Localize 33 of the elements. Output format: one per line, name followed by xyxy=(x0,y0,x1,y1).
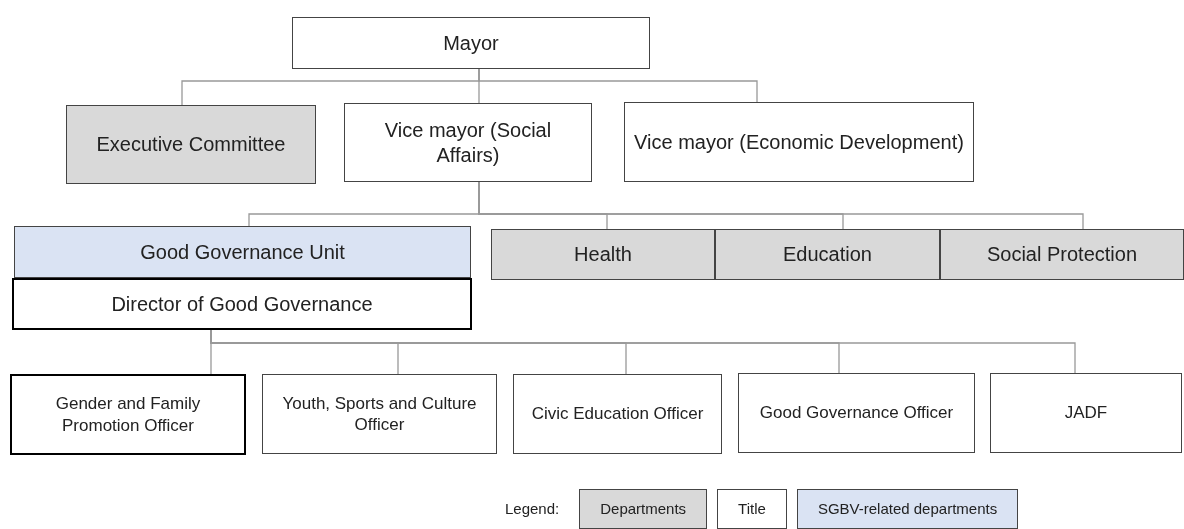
box-label: Executive Committee xyxy=(96,132,286,157)
box-label: Director of Good Governance xyxy=(111,291,373,317)
box-label: Vice mayor (Social Affairs) xyxy=(383,117,553,168)
org-box xyxy=(12,278,472,330)
org-box xyxy=(513,374,722,454)
box-label: Good Governance Unit xyxy=(140,239,345,265)
legend-swatch: Departments xyxy=(579,489,708,529)
org-box xyxy=(715,229,940,280)
org-box xyxy=(262,374,497,454)
connector-line xyxy=(478,68,758,103)
org-box xyxy=(940,229,1184,280)
org-box xyxy=(344,103,592,182)
org-box xyxy=(14,226,471,278)
box-label: Education xyxy=(783,242,872,267)
box-label: JADF xyxy=(1064,402,1108,424)
box-label: Youth, Sports and Culture Officer xyxy=(281,392,478,436)
org-box xyxy=(292,17,650,69)
box-label: Health xyxy=(574,242,632,267)
legend-swatch: Title xyxy=(717,489,787,529)
box-label: Good Governance Officer xyxy=(759,402,954,424)
box-label: Gender and Family Promotion Officer xyxy=(54,393,202,436)
org-box xyxy=(491,229,715,280)
box-label: Social Protection xyxy=(986,242,1138,267)
box-label: Civic Education Officer xyxy=(531,403,704,425)
org-box xyxy=(10,374,246,455)
org-box xyxy=(738,373,975,453)
box-label: Mayor xyxy=(443,30,499,56)
legend-swatch: SGBV-related departments xyxy=(796,489,1019,529)
legend-heading: Legend: xyxy=(505,498,560,519)
org-box xyxy=(624,102,974,182)
box-label: Vice mayor (Economic Development) xyxy=(634,129,964,155)
org-box xyxy=(990,373,1182,453)
org-box xyxy=(66,105,316,184)
